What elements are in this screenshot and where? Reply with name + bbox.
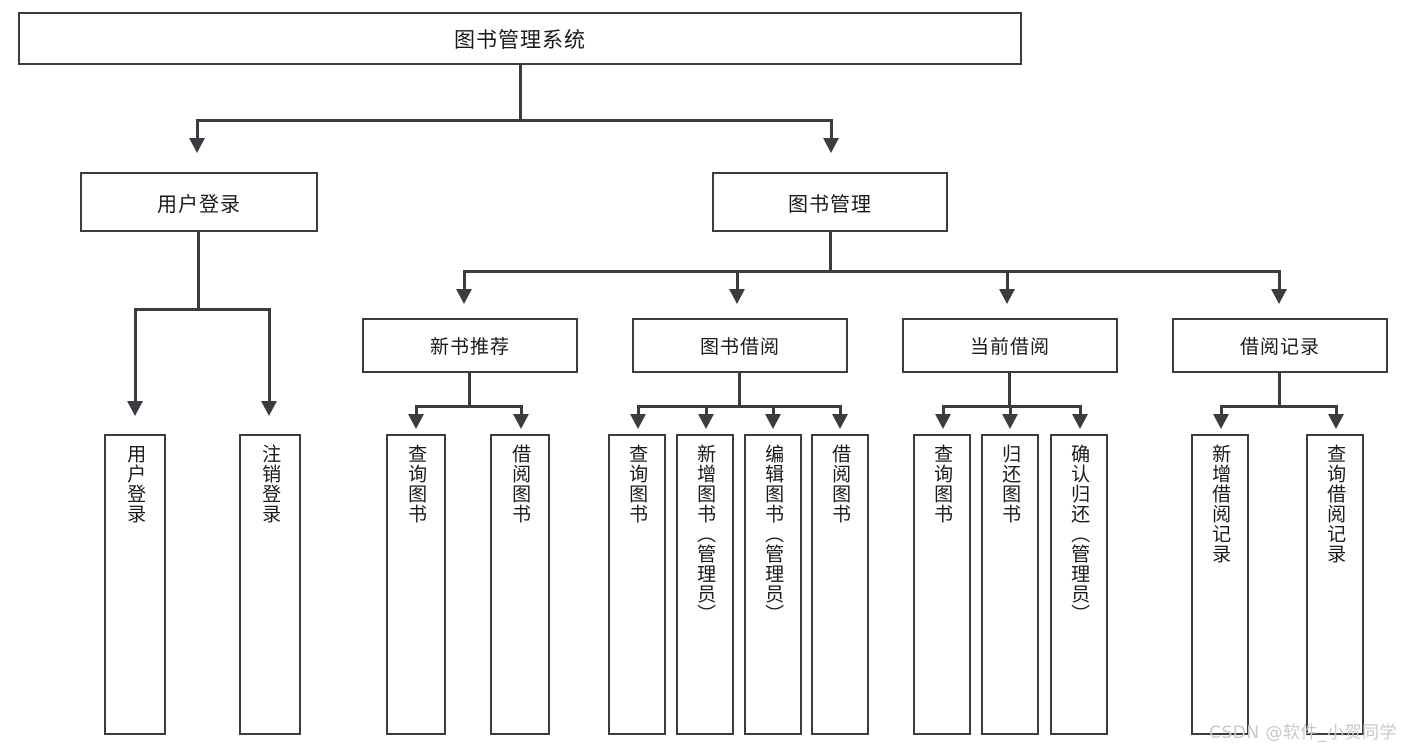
node-label: 查询图书	[405, 444, 428, 524]
node-label: 新书推荐	[429, 336, 510, 358]
connector-bm-drop-1	[463, 270, 466, 292]
connector-br-bus	[1220, 405, 1338, 408]
arrow-nbr-leaf-1	[408, 414, 424, 429]
connector-user-login-drop-2	[268, 308, 271, 404]
leaf-bb-edit-book-admin[interactable]: 编辑图书（管理员）	[744, 434, 802, 735]
leaf-cb-return-book[interactable]: 归还图书	[981, 434, 1039, 735]
leaf-nbr-borrow-book[interactable]: 借阅图书	[490, 434, 550, 735]
connector-root-stem	[519, 65, 522, 119]
leaf-nbr-query-book[interactable]: 查询图书	[386, 434, 446, 735]
arrow-bb-leaf-2	[698, 414, 714, 429]
node-label: 当前借阅	[969, 336, 1050, 358]
connector-bm-drop-2	[736, 270, 739, 292]
arrow-cb-leaf-1	[935, 414, 951, 429]
arrow-cb-leaf-2	[1002, 414, 1018, 429]
connector-bb-drop-2	[705, 405, 708, 417]
node-label: 新增图书（管理员）	[694, 444, 717, 624]
connector-cb-bus	[942, 405, 1082, 408]
connector-cb-drop-3	[1079, 405, 1082, 417]
connector-bb-drop-4	[839, 405, 842, 417]
node-label: 查询借阅记录	[1324, 444, 1347, 564]
connector-root-bus	[196, 119, 833, 122]
node-label: 图书管理系统	[454, 27, 586, 52]
connector-bm-drop-4	[1278, 270, 1281, 292]
arrow-nbr-leaf-2	[513, 414, 529, 429]
arrow-br-leaf-2	[1328, 414, 1344, 429]
arrow-to-current-borrow	[999, 289, 1015, 304]
connector-bm-drop-3	[1006, 270, 1009, 292]
arrow-to-borrow-record	[1271, 289, 1287, 304]
node-label: 归还图书	[999, 444, 1022, 524]
node-root-book-management-system[interactable]: 图书管理系统	[18, 12, 1022, 65]
connector-root-drop-1	[196, 119, 199, 141]
node-user-login[interactable]: 用户登录	[80, 172, 318, 232]
connector-cb-stem	[1008, 373, 1011, 407]
arrow-to-user-login	[189, 138, 205, 153]
connector-nbr-bus	[415, 405, 523, 408]
connector-book-management-bus	[463, 270, 1281, 273]
connector-bb-bus	[637, 405, 842, 408]
connector-nbr-drop-1	[415, 405, 418, 417]
arrow-to-book-borrow	[729, 289, 745, 304]
node-label: 查询图书	[626, 444, 649, 524]
node-label: 注销登录	[259, 444, 282, 524]
connector-book-management-stem	[829, 232, 832, 272]
node-current-borrow[interactable]: 当前借阅	[902, 318, 1118, 373]
node-label: 借阅记录	[1239, 336, 1320, 358]
arrow-bb-leaf-4	[832, 414, 848, 429]
connector-nbr-drop-2	[520, 405, 523, 417]
connector-br-stem	[1278, 373, 1281, 407]
arrow-to-logout-leaf	[261, 401, 277, 416]
connector-cb-drop-1	[942, 405, 945, 417]
node-label: 编辑图书（管理员）	[762, 444, 785, 624]
connector-nbr-stem	[468, 373, 471, 407]
connector-cb-drop-2	[1009, 405, 1012, 417]
arrow-bb-leaf-3	[765, 414, 781, 429]
node-label: 借阅图书	[829, 444, 852, 524]
connector-root-drop-2	[830, 119, 833, 141]
connector-bb-stem	[738, 373, 741, 407]
arrow-br-leaf-1	[1213, 414, 1229, 429]
leaf-bb-query-book[interactable]: 查询图书	[608, 434, 666, 735]
leaf-bb-borrow-book[interactable]: 借阅图书	[811, 434, 869, 735]
arrow-to-new-book-recommend	[456, 289, 472, 304]
node-label: 用户登录	[124, 444, 147, 524]
connector-user-login-bus	[134, 308, 271, 311]
arrow-cb-leaf-3	[1072, 414, 1088, 429]
arrow-to-book-management	[823, 138, 839, 153]
arrow-bb-leaf-1	[630, 414, 646, 429]
node-label: 新增借阅记录	[1209, 444, 1232, 564]
connector-br-drop-1	[1220, 405, 1223, 417]
leaf-bb-add-book-admin[interactable]: 新增图书（管理员）	[676, 434, 734, 735]
node-label: 查询图书	[931, 444, 954, 524]
leaf-cb-query-book[interactable]: 查询图书	[913, 434, 971, 735]
leaf-br-add-record[interactable]: 新增借阅记录	[1191, 434, 1249, 735]
leaf-logout[interactable]: 注销登录	[239, 434, 301, 735]
leaf-cb-confirm-return-admin[interactable]: 确认归还（管理员）	[1050, 434, 1108, 735]
leaf-br-query-record[interactable]: 查询借阅记录	[1306, 434, 1364, 735]
connector-user-login-stem	[197, 232, 200, 310]
leaf-user-login[interactable]: 用户登录	[104, 434, 166, 735]
node-label: 确认归还（管理员）	[1068, 444, 1091, 624]
node-label: 图书借阅	[699, 336, 780, 358]
arrow-to-user-login-leaf	[127, 401, 143, 416]
node-borrow-record[interactable]: 借阅记录	[1172, 318, 1388, 373]
node-label: 用户登录	[157, 191, 241, 216]
node-label: 图书管理	[788, 191, 872, 216]
connector-bb-drop-3	[772, 405, 775, 417]
node-book-borrow[interactable]: 图书借阅	[632, 318, 848, 373]
node-label: 借阅图书	[509, 444, 532, 524]
node-book-management[interactable]: 图书管理	[712, 172, 948, 232]
connector-user-login-drop-1	[134, 308, 137, 404]
connector-br-drop-2	[1335, 405, 1338, 417]
node-new-book-recommend[interactable]: 新书推荐	[362, 318, 578, 373]
connector-bb-drop-1	[637, 405, 640, 417]
